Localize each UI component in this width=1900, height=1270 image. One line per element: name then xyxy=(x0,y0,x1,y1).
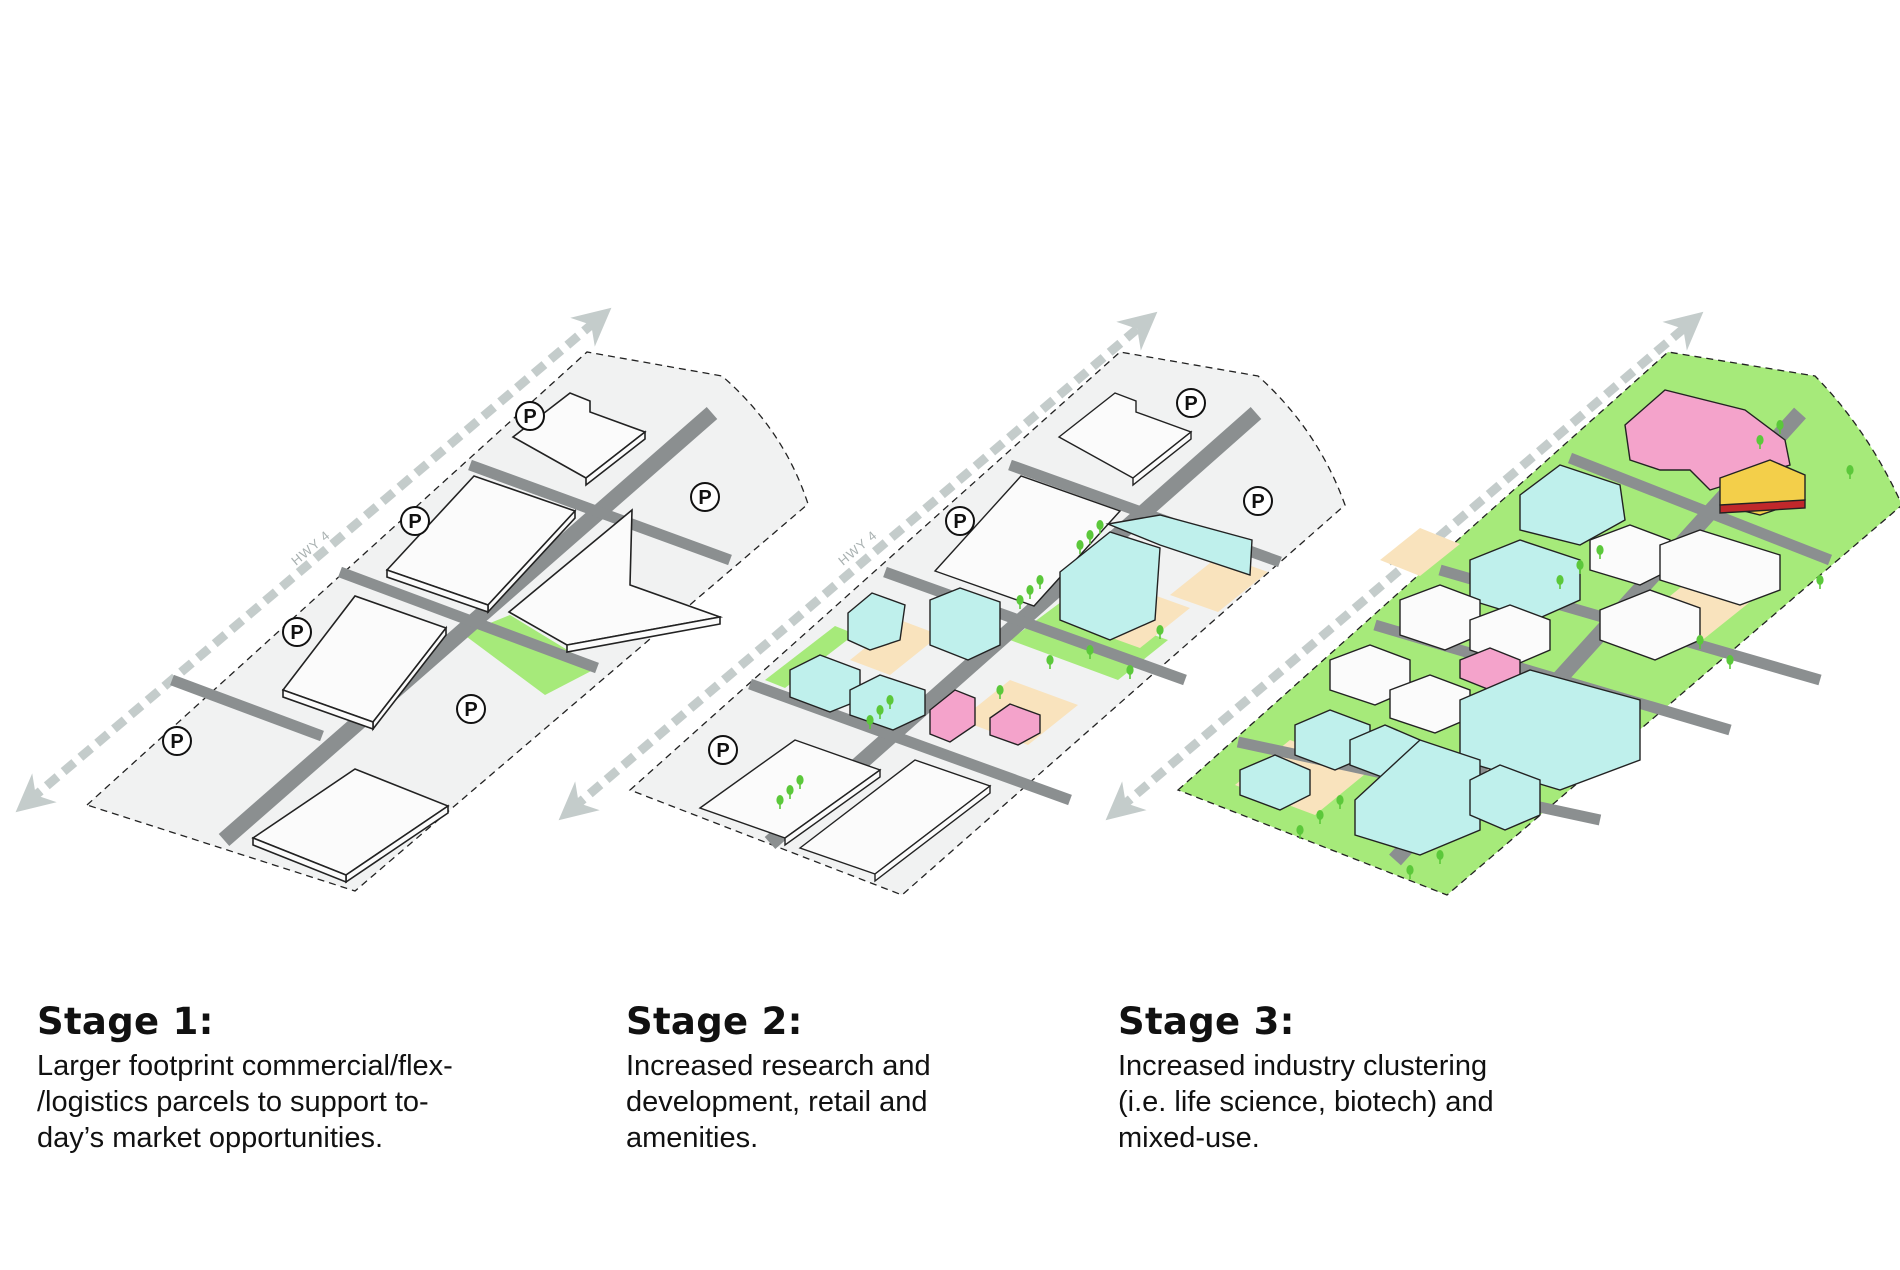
parking-circle-icon: P xyxy=(170,731,183,753)
parking-circle-icon: P xyxy=(1251,491,1264,513)
stage-3-line-3: mixed-use. xyxy=(1118,1122,1260,1154)
parking-circle-icon: P xyxy=(716,740,729,762)
stage-1-line-1: Larger footprint commercial/flex- xyxy=(37,1050,453,1082)
parking-circle-icon: P xyxy=(464,699,477,721)
stage-2-line-2: development, retail and xyxy=(626,1086,928,1118)
stage-3-line-1: Increased industry clustering xyxy=(1118,1050,1488,1082)
parking-circle-icon: P xyxy=(698,487,711,509)
stage-1-caption: Stage 1: Larger footprint commercial/fle… xyxy=(37,1000,557,1156)
parking-circle-icon: P xyxy=(523,406,536,428)
parking-circle-icon: P xyxy=(408,511,421,533)
stage-1-line-2: /logistics parcels to support to- xyxy=(37,1086,429,1118)
buildings xyxy=(1239,389,1806,856)
stage-1-line-3: day’s market opportunities. xyxy=(37,1122,384,1154)
stage-3-diagram: HWY 4 xyxy=(1105,311,1900,896)
parking-circle-icon: P xyxy=(290,622,303,644)
stage-3-caption: Stage 3: Increased industry clustering (… xyxy=(1118,1000,1638,1156)
stage-2-caption: Stage 2: Increased research and developm… xyxy=(626,1000,1146,1156)
stage-3-line-2: (i.e. life science, biotech) and xyxy=(1118,1086,1494,1118)
parking-circle-icon: P xyxy=(953,511,966,533)
stage-2-line-1: Increased research and xyxy=(626,1050,931,1082)
hwy-label: HWY 4 xyxy=(288,527,333,568)
stage-2-line-3: amenities. xyxy=(626,1122,759,1154)
stage-1-title: Stage 1: xyxy=(37,1000,214,1043)
stage-2-title: Stage 2: xyxy=(626,1000,803,1043)
stage-3-title: Stage 3: xyxy=(1118,1000,1295,1043)
parking-circle-icon: P xyxy=(1184,393,1197,415)
